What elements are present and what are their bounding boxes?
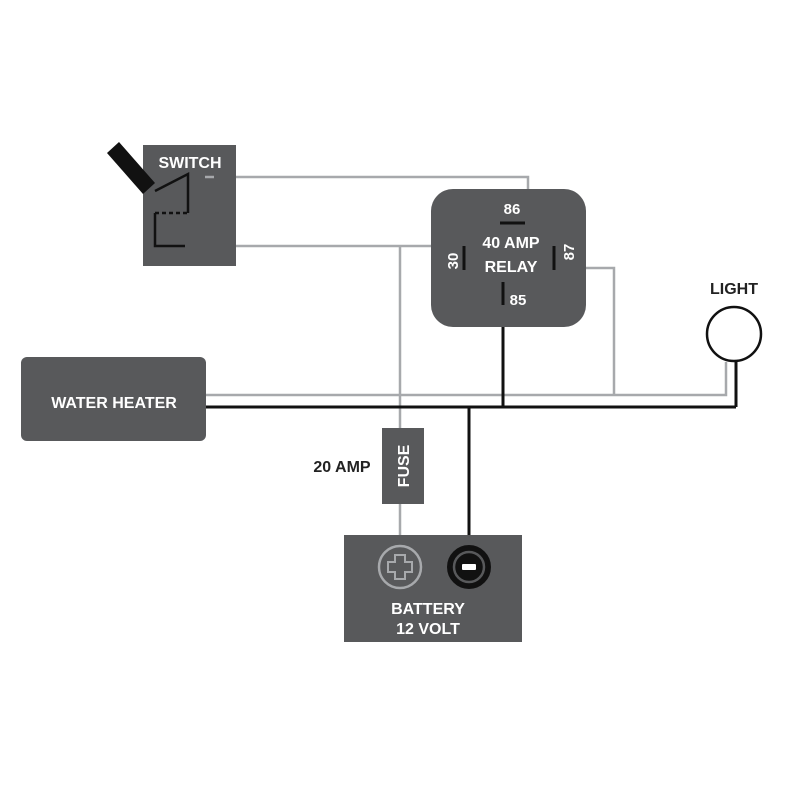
relay-title-line1: 40 AMP bbox=[482, 235, 540, 252]
minus-terminal-icon bbox=[447, 545, 491, 589]
pin-86-label: 86 bbox=[504, 201, 521, 218]
wire-87-bus bbox=[206, 362, 728, 397]
wire-87-to-loads bbox=[578, 266, 616, 395]
fuse-box bbox=[382, 428, 424, 504]
fuse: FUSE 20 AMP bbox=[313, 428, 424, 504]
switch[interactable]: SWITCH bbox=[107, 142, 236, 266]
relay-box bbox=[431, 189, 586, 327]
fuse-rating-label: 20 AMP bbox=[313, 459, 371, 476]
battery-label-line2: 12 VOLT bbox=[396, 621, 460, 638]
pin-87-label: 87 bbox=[561, 244, 578, 261]
water-heater: WATER HEATER bbox=[21, 357, 206, 441]
fuse-label: FUSE bbox=[396, 444, 413, 487]
pin-85-label: 85 bbox=[510, 292, 527, 309]
relay: 86 30 87 85 40 AMP RELAY bbox=[431, 189, 586, 327]
switch-label: SWITCH bbox=[158, 155, 221, 172]
water-heater-label: WATER HEATER bbox=[51, 395, 177, 412]
light: LIGHT bbox=[705, 281, 763, 363]
battery: BATTERY 12 VOLT bbox=[344, 535, 522, 642]
water-heater-box bbox=[21, 357, 206, 441]
light-bulb-icon bbox=[705, 305, 763, 363]
light-label: LIGHT bbox=[710, 281, 758, 298]
switch-contacts-icon bbox=[153, 171, 214, 248]
pin-30-label: 30 bbox=[445, 253, 462, 270]
battery-box bbox=[344, 535, 522, 642]
relay-title-line2: RELAY bbox=[485, 259, 538, 276]
plus-terminal-icon bbox=[377, 544, 423, 590]
switch-lever-icon bbox=[107, 142, 155, 194]
battery-label-line1: BATTERY bbox=[391, 601, 465, 618]
